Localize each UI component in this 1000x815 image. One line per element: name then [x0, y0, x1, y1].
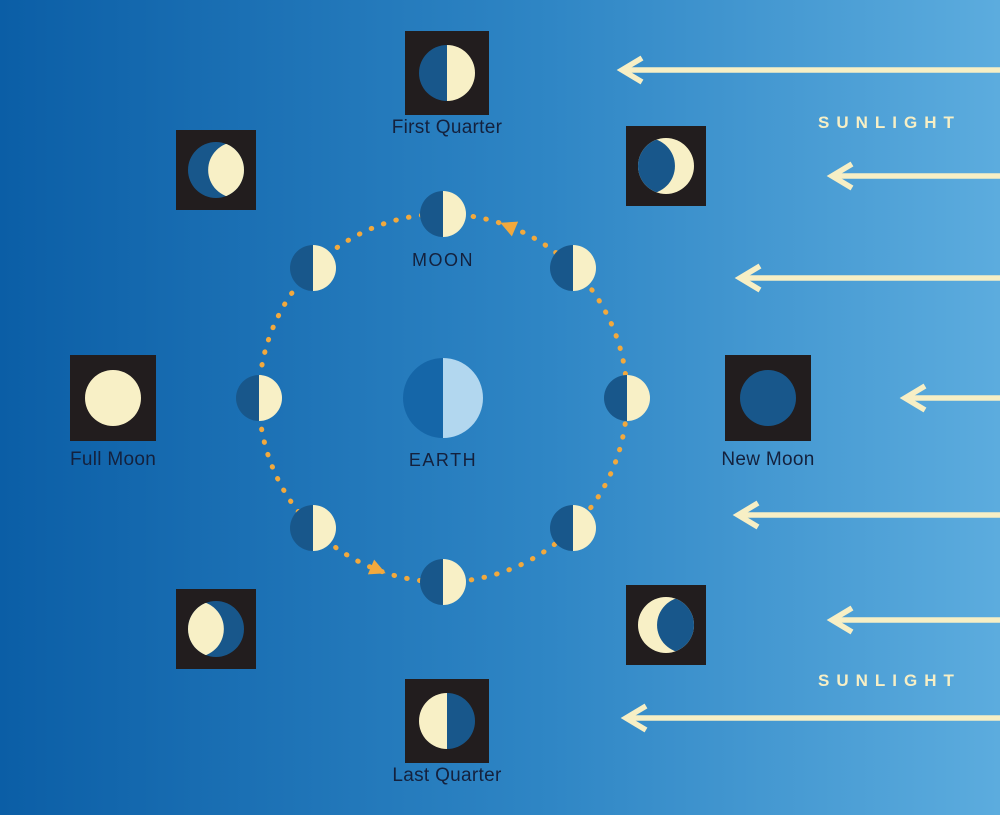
sunlight-arrowhead-icon — [826, 605, 854, 635]
orbit-moon-icon — [420, 191, 466, 237]
phase-label-last-quarter: Last Quarter — [392, 765, 502, 786]
new-moon-icon — [740, 370, 796, 426]
orbit-moon-icon — [290, 245, 336, 291]
phase-label-full-moon: Full Moon — [69, 449, 157, 470]
orbit-moon-icon — [604, 375, 650, 421]
last-quarter-moon-icon — [419, 693, 475, 749]
sunlight-arrowhead-icon — [732, 500, 760, 530]
phase-card-full-moon — [70, 355, 156, 441]
phase-card-waning-crescent — [626, 585, 706, 665]
orbit-moon-icon — [290, 505, 336, 551]
earth-label: EARTH — [408, 450, 478, 470]
sunlight-arrowhead-icon — [734, 263, 762, 293]
sunlight-label-bottom: SUNLIGHT — [818, 671, 961, 690]
earth-icon — [403, 358, 483, 438]
sunlight-arrowhead-icon — [616, 55, 644, 85]
sunlight-arrowhead-icon — [620, 703, 648, 733]
orbit-direction-arrow-icon — [367, 559, 386, 575]
moon-label: MOON — [412, 250, 474, 270]
phase-card-first-quarter — [405, 31, 489, 115]
phase-label-first-quarter: First Quarter — [391, 117, 503, 138]
phase-label-new-moon: New Moon — [721, 449, 815, 470]
sunlight-label-top: SUNLIGHT — [818, 113, 961, 132]
waning-gibbous-moon-icon — [188, 601, 244, 657]
phase-card-waxing-crescent — [626, 126, 706, 206]
phase-card-last-quarter — [405, 679, 489, 763]
sunlight-arrows — [616, 55, 1000, 733]
phase-card-waning-gibbous — [176, 589, 256, 669]
orbit-moon-icon — [236, 375, 282, 421]
sunlight-arrowhead-icon — [899, 383, 927, 413]
first-quarter-moon-icon — [419, 45, 475, 101]
waxing-crescent-moon-icon — [638, 138, 694, 194]
orbit-moon-icon — [550, 245, 596, 291]
full-moon-icon — [85, 370, 141, 426]
waning-crescent-moon-icon — [638, 597, 694, 653]
orbit-direction-arrow-icon — [500, 221, 519, 237]
phase-card-new-moon — [725, 355, 811, 441]
sunlight-arrowhead-icon — [826, 161, 854, 191]
orbit-moon-icon — [420, 559, 466, 605]
phase-card-waxing-gibbous — [176, 130, 256, 210]
orbit-moon-icon — [550, 505, 596, 551]
waxing-gibbous-moon-icon — [188, 142, 244, 198]
